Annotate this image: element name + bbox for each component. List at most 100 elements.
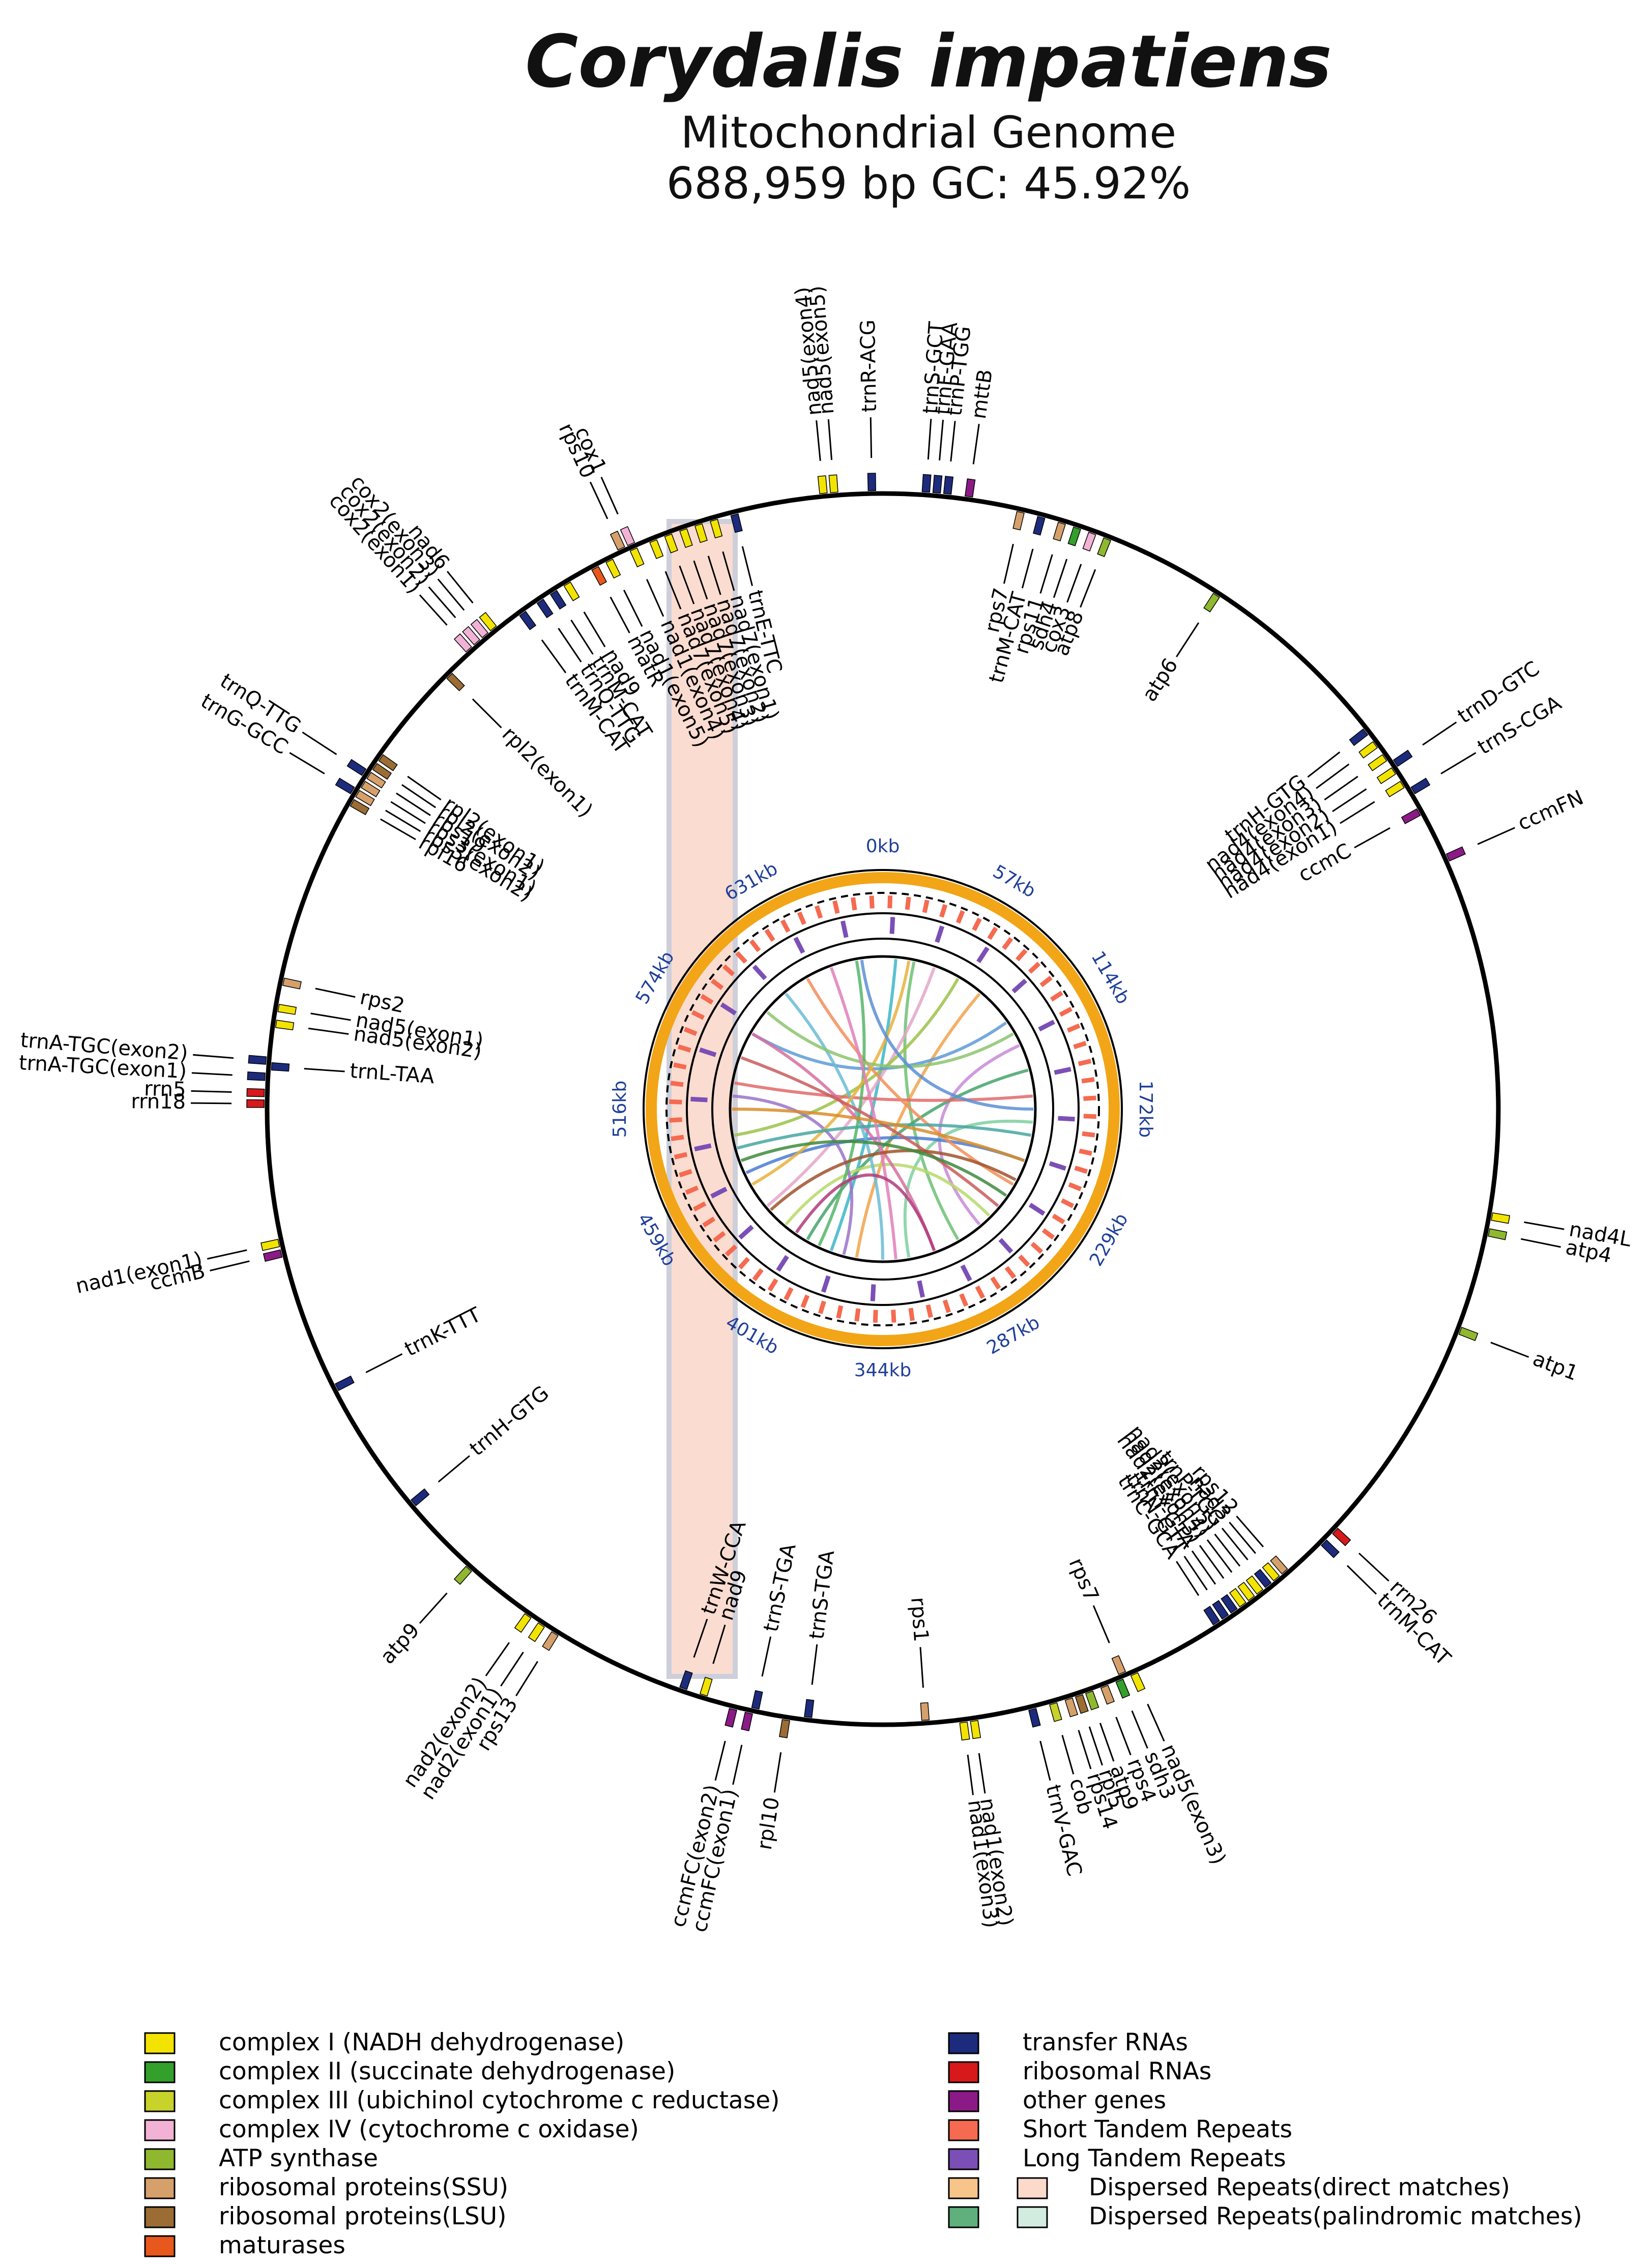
gene-leader [919,1647,924,1688]
legend-label: complex I (NADH dehydrogenase) [219,2028,624,2056]
short-tandem-repeat [784,1287,794,1301]
gene-leader [438,1455,470,1483]
legend-label: complex II (succinate dehydrogenase) [219,2057,675,2085]
gene-leader [1053,559,1068,598]
gene-block [271,1062,290,1072]
legend-swatch-fill [1017,2206,1048,2228]
short-tandem-repeat [1002,937,1013,950]
gene-leader [396,792,431,816]
long-tandem-repeat [1011,978,1027,994]
kb-tick-label: 0kb [866,836,900,857]
gene-block [710,518,723,539]
short-tandem-repeat [1039,975,1053,988]
gene-block [1049,1702,1062,1722]
short-tandem-repeat [674,1152,688,1159]
gene-leader [515,1661,538,1697]
short-tandem-repeat [685,1185,699,1195]
gene-leader [1176,1561,1200,1596]
long-tandem-repeat [1049,1161,1066,1171]
short-tandem-repeat [939,904,948,918]
legend-label: complex IV (cytochrome c oxidase) [219,2115,639,2143]
gene-leader [1078,1730,1092,1769]
gene-leader [1236,1516,1264,1548]
gene-block [563,582,580,601]
gene-block [1203,593,1220,613]
gc-ring [646,872,1120,1346]
short-tandem-repeat [955,910,965,924]
gene-block [965,478,976,498]
gene-block [664,533,678,554]
long-tandem-repeat [793,937,805,954]
gene-leader [191,1072,233,1076]
gene-block [1012,511,1025,531]
short-tandem-repeat [683,1027,698,1036]
long-tandem-repeat [821,1275,831,1293]
gene-block [1262,1562,1280,1582]
legend-swatch [144,2148,176,2170]
long-tandem-repeat [1028,1203,1046,1216]
gene-block [519,611,537,630]
str-ring [686,912,1080,1306]
long-tandem-repeat [1058,1116,1075,1122]
legend-label: ATP synthase [219,2144,378,2172]
short-tandem-repeat [1050,991,1063,1002]
gene-block [1028,1708,1041,1728]
gene-block [629,547,645,568]
short-tandem-repeat [749,939,761,952]
short-tandem-repeat [814,905,823,919]
gene-block [549,590,567,610]
gc-ring-dashed [665,892,1100,1326]
gene-label: nad1(exon1) [74,1247,205,1298]
short-tandem-repeat [1028,962,1041,974]
short-tandem-repeat [987,926,998,940]
gene-leader [191,1090,232,1093]
repeat-link [751,1021,1007,1070]
gene-block [1491,1212,1511,1224]
short-tandem-repeat [1018,1254,1030,1267]
gene-block [1245,1575,1264,1595]
gene-leader [927,419,932,460]
gene-leader [407,775,442,801]
gene-leader [1524,1221,1564,1230]
gene-label: ccmFN [1514,786,1587,835]
gene-block [479,612,497,631]
gene-block [1130,1672,1146,1693]
short-tandem-repeat [738,1257,750,1270]
gene-block [610,530,625,551]
repeat-link [732,1108,1025,1163]
short-tandem-repeat [752,1268,764,1282]
repeat-link [903,961,960,1240]
long-tandem-repeat [889,917,895,934]
short-tandem-repeat [908,1308,915,1321]
short-tandem-repeat [1082,1131,1095,1138]
gene-leader [1183,1555,1208,1590]
short-tandem-repeat [959,1293,969,1307]
short-tandem-repeat [1079,1148,1092,1156]
gene-leader [714,1740,726,1781]
genome-subtitle: Mitochondrial Genome [681,107,1176,158]
short-tandem-repeat [1081,1077,1095,1084]
gene-block [932,475,943,494]
short-tandem-repeat [905,896,911,910]
repeat-link [829,967,897,1260]
gene-block [591,566,607,586]
gene-label: rps1 [906,1597,933,1643]
short-tandem-repeat [679,1169,692,1178]
repeat-link [751,960,911,1186]
gene-leader [693,1618,708,1658]
short-tandem-repeat [713,1231,726,1243]
gene-leader [472,698,502,729]
gene-leader [1340,801,1375,824]
gene-block [679,1670,693,1690]
gene-leader [1191,1550,1216,1585]
short-tandem-repeat [1078,1059,1092,1066]
gene-block [248,1055,267,1065]
gc-ring-outer [643,869,1123,1349]
short-tandem-repeat [1030,1241,1044,1254]
gene-block [679,528,693,548]
long-tandem-repeat [841,920,849,938]
gene-leader [978,1753,986,1794]
gene-block [361,780,381,798]
gene-leader [558,628,582,663]
short-tandem-repeat [724,1244,738,1257]
